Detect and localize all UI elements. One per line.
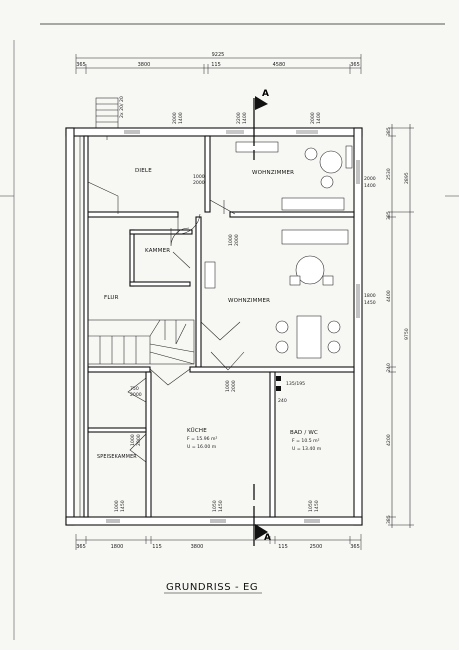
furniture-wohnzimmer-top xyxy=(235,141,353,211)
window-speise-h: 1450 xyxy=(120,500,126,512)
dim-bottom-2: 1800 xyxy=(111,544,124,550)
dim-bottom-5: 115 xyxy=(278,544,288,550)
window-right2-w: 1800 xyxy=(364,293,376,299)
drawing-title: GRUNDRISS - EG xyxy=(166,582,258,593)
dim-top-5: 365 xyxy=(350,62,360,68)
interior-staircase xyxy=(87,319,195,365)
dim-bottom-1: 365 xyxy=(76,544,86,550)
window-bad-h: 1450 xyxy=(314,500,320,512)
dim-bottom-3: 115 xyxy=(152,544,162,550)
window-240: 240 xyxy=(278,398,287,404)
dim-top-4: 4580 xyxy=(273,62,286,68)
dim-bottom-7: 365 xyxy=(350,544,360,550)
bad-perimeter: U = 13.40 m xyxy=(292,446,322,452)
room-kueche: KÜCHE xyxy=(187,427,207,434)
dim-bottom-4: 3800 xyxy=(191,544,204,550)
dim-bottom-6: 2500 xyxy=(310,544,323,550)
furniture-wohnzimmer-main xyxy=(204,229,349,359)
door-diele-h: 2000 xyxy=(193,180,205,186)
dim-top-total: 9225 xyxy=(212,52,225,58)
section-line-top: A xyxy=(253,89,269,160)
bad-area: F = 10.5 m² xyxy=(292,438,320,444)
room-diele: DIELE xyxy=(135,168,152,174)
window-right2-h: 1450 xyxy=(364,300,376,306)
dim-right-7: 385 xyxy=(386,515,392,524)
window-bad-small: 135/195 xyxy=(286,381,305,387)
room-kammer: KAMMER xyxy=(145,248,170,254)
dim-right-1: 385 xyxy=(386,127,392,136)
dim-right-4: 4400 xyxy=(386,290,392,302)
window-wohn1-h: 1400 xyxy=(242,112,248,124)
door-lower-w: 750 xyxy=(130,386,139,392)
stair-label: 2x 20/ 20 xyxy=(119,96,125,118)
section-label-top: A xyxy=(262,89,269,99)
bad-window-marker-2 xyxy=(276,386,281,391)
window-right1-h: 1400 xyxy=(364,183,376,189)
door-speise-h: 2000 xyxy=(136,434,142,446)
dim-top-2: 3800 xyxy=(138,62,151,68)
section-label-bottom: A xyxy=(264,533,271,543)
dim-right-outer-1: 2895 xyxy=(404,172,410,184)
top-dimensions: 9225 365 3800 115 4580 365 xyxy=(75,52,362,74)
dim-right-2: 2530 xyxy=(386,168,392,180)
door-diele-w: 1000 xyxy=(193,174,205,180)
door-lower-h: 2000 xyxy=(130,392,142,398)
window-kueche-w: 1050 xyxy=(212,500,218,512)
bottom-dimensions: 365 1800 115 3800 115 2500 365 xyxy=(75,534,362,550)
door-mid-h: 2000 xyxy=(234,234,240,246)
window-wohn2-w: 2000 xyxy=(310,112,316,124)
room-wohnzimmer-main: WOHNZIMMER xyxy=(228,298,270,304)
window-kueche-h: 1450 xyxy=(218,500,224,512)
window-wohn1-w: 2200 xyxy=(236,112,242,124)
window-diele-h: 1400 xyxy=(178,112,184,124)
room-bad: BAD / WC xyxy=(290,430,318,436)
opening-annotations: 2000 1400 2200 1400 2000 1400 1000 2000 … xyxy=(114,112,376,512)
section-line-bottom: A xyxy=(253,484,271,546)
door-swings xyxy=(87,181,245,463)
window-speise-w: 1000 xyxy=(114,500,120,512)
room-flur: FLUR xyxy=(104,295,119,301)
kueche-area: F = 15.96 m² xyxy=(187,436,217,442)
door-wohn-h: 2000 xyxy=(231,380,237,392)
outer-walls xyxy=(65,127,363,526)
window-bad-w: 1050 xyxy=(308,500,314,512)
window-diele-w: 2000 xyxy=(172,112,178,124)
window-right1-w: 2000 xyxy=(364,176,376,182)
dim-right-6: 4200 xyxy=(386,434,392,446)
kueche-perimeter: U = 16.00 m xyxy=(187,444,217,450)
interior-walls xyxy=(83,135,355,518)
dim-top-3: 115 xyxy=(211,62,221,68)
dim-top-1: 365 xyxy=(76,62,86,68)
dim-right-outer-2: 9750 xyxy=(404,328,410,340)
bad-window-marker-1 xyxy=(276,376,281,381)
dim-right-5: 240 xyxy=(386,363,392,372)
room-wohnzimmer-top: WOHNZIMMER xyxy=(252,170,294,176)
door-wohn-w: 1000 xyxy=(225,380,231,392)
right-dimensions: 385 2530 385 4400 240 4200 385 2895 9750 xyxy=(386,124,414,528)
door-speise-w: 1000 xyxy=(130,434,136,446)
door-mid-w: 1000 xyxy=(228,234,234,246)
dim-right-3: 385 xyxy=(386,211,392,220)
window-wohn2-h: 1400 xyxy=(316,112,322,124)
room-speisekammer: SPEISEKAMMER xyxy=(97,454,137,460)
